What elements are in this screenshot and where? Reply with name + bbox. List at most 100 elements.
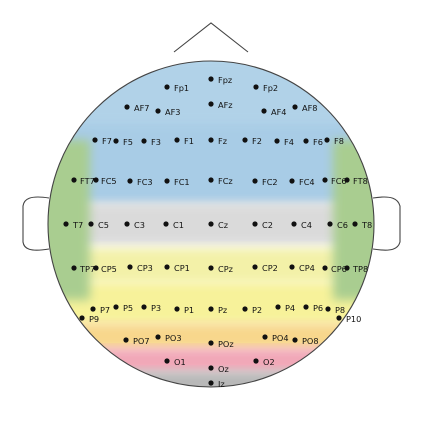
electrode-poz: POz	[208, 339, 234, 349]
electrode-label-afz: AFz	[218, 100, 233, 110]
electrode-dot-c6	[327, 221, 333, 227]
electrode-f6: F6	[303, 137, 323, 147]
electrode-fc2: FC2	[252, 177, 278, 187]
electrode-dot-p7	[90, 306, 96, 312]
electrode-dot-cp2	[252, 264, 258, 270]
electrode-label-c6: C6	[337, 220, 348, 230]
electrode-cz: Cz	[208, 220, 228, 230]
electrode-p7: P7	[90, 305, 110, 315]
electrode-label-cp3: CP3	[137, 263, 153, 273]
electrode-label-o1: O1	[174, 357, 186, 367]
electrode-fz: Fz	[208, 136, 227, 146]
electrode-label-af7: AF7	[134, 103, 150, 113]
electrode-dot-af3	[155, 108, 161, 114]
electrode-af7: AF7	[124, 103, 150, 113]
electrode-dot-cz	[208, 221, 214, 227]
electrode-p5: P5	[113, 303, 133, 313]
electrode-dot-fc3	[127, 178, 133, 184]
electrode-cp4: CP4	[289, 263, 315, 273]
electrode-dot-oz	[208, 365, 214, 371]
electrode-label-oz: Oz	[218, 364, 229, 374]
parietal-region	[48, 282, 374, 325]
electrode-label-tp7: TP7	[79, 264, 95, 274]
electrode-dot-f2	[242, 137, 248, 143]
electrode-label-c2: C2	[262, 220, 273, 230]
electrode-dot-fcz	[208, 177, 214, 183]
electrode-label-cpz: CPz	[218, 264, 233, 274]
electrode-label-cp6: CP6	[331, 264, 347, 274]
electrode-po4: PO4	[262, 333, 289, 343]
electrode-label-p2: P2	[252, 305, 262, 315]
electrode-label-fz: Fz	[218, 136, 227, 146]
inion-region	[48, 371, 374, 387]
electrode-dot-ft7	[71, 177, 77, 183]
electrode-c1: C1	[163, 220, 184, 230]
electrode-p9: P9	[79, 314, 99, 324]
electrode-label-p9: P9	[89, 314, 99, 324]
electrode-dot-fc2	[252, 178, 258, 184]
electrode-f4: F4	[274, 137, 294, 147]
electrode-label-fc5: FC5	[101, 176, 117, 186]
electrode-label-fp1: Fp1	[174, 83, 189, 93]
electrode-dot-tp8	[344, 265, 350, 271]
electrode-label-c5: C5	[98, 220, 109, 230]
electrode-o1: O1	[164, 357, 186, 367]
electrode-t8: T8	[352, 220, 372, 230]
electrode-t7: T7	[63, 220, 83, 230]
electrode-label-fc3: FC3	[137, 177, 153, 187]
electrode-label-fc6: FC6	[331, 176, 347, 186]
electrode-dot-ft8	[344, 177, 350, 183]
electrode-label-po7: PO7	[133, 336, 150, 346]
electrode-f2: F2	[242, 136, 262, 146]
electrode-dot-po4	[262, 334, 268, 340]
electrode-dot-c3	[124, 221, 130, 227]
electrode-label-tp8: TP8	[352, 264, 368, 274]
electrode-fcz: FCz	[208, 176, 233, 186]
electrode-dot-fpz	[208, 76, 214, 82]
electrode-label-p5: P5	[123, 303, 133, 313]
electrode-cp1: CP1	[164, 263, 190, 273]
electrode-label-ft8: FT8	[353, 176, 368, 186]
electrode-dot-f1	[174, 137, 180, 143]
electrode-dot-cpz	[208, 265, 214, 271]
electrode-label-af4: AF4	[271, 107, 287, 117]
electrode-p2: P2	[242, 305, 262, 315]
electrode-label-iz: Iz	[218, 379, 225, 389]
electrode-label-p4: P4	[285, 303, 295, 313]
electrode-pz: Pz	[208, 305, 227, 315]
electrode-po3: PO3	[155, 333, 182, 343]
electrode-f8: F8	[324, 136, 344, 146]
electrode-dot-f3	[141, 138, 147, 144]
electrode-label-cp4: CP4	[299, 263, 315, 273]
electrode-label-p1: P1	[184, 305, 194, 315]
electrode-dot-o2	[253, 358, 259, 364]
electrode-label-cp1: CP1	[174, 263, 190, 273]
electrode-af8: AF8	[292, 103, 318, 113]
electrode-dot-cp6	[322, 265, 328, 271]
electrode-dot-o1	[164, 358, 170, 364]
electrode-p8: P8	[325, 305, 345, 315]
electrode-dot-c5	[88, 221, 94, 227]
electrode-af4: AF4	[261, 107, 287, 117]
electrode-p1: P1	[174, 305, 194, 315]
electrode-label-cp5: CP5	[101, 264, 117, 274]
electrode-dot-fz	[208, 137, 214, 143]
electrode-label-f8: F8	[334, 136, 344, 146]
electrode-c5: C5	[88, 220, 109, 230]
electrode-dot-p4	[275, 304, 281, 310]
electrode-fc5: FC5	[93, 176, 117, 186]
electrode-label-fpz: Fpz	[218, 75, 232, 85]
electrode-label-p10: P10	[346, 314, 361, 324]
electrode-fpz: Fpz	[208, 75, 232, 85]
parieto-occipital-region	[48, 323, 374, 350]
electrode-label-t8: T8	[361, 220, 372, 230]
electrode-po8: PO8	[292, 336, 319, 346]
electrode-dot-f6	[303, 138, 309, 144]
electrode-fc3: FC3	[127, 177, 153, 187]
electrode-dot-p8	[325, 306, 331, 312]
electrode-label-o2: O2	[263, 357, 275, 367]
electrode-afz: AFz	[208, 100, 233, 110]
electrode-p3: P3	[141, 303, 161, 313]
electrode-dot-poz	[208, 340, 214, 346]
